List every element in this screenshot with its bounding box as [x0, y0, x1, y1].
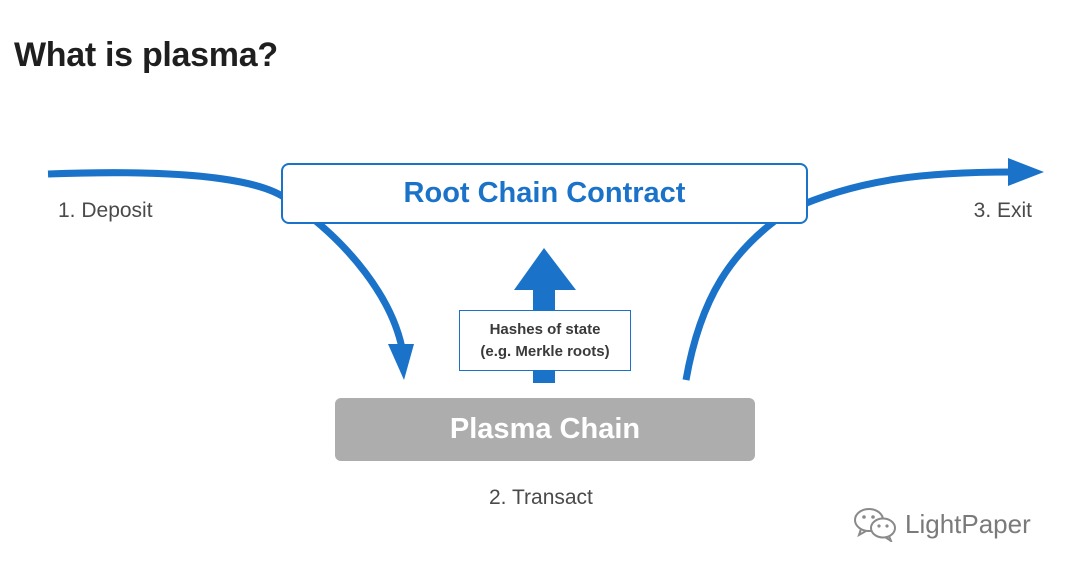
plasma-chain-label: Plasma Chain [449, 413, 641, 445]
hashes-line-2: (e.g. Merkle roots) [480, 342, 610, 360]
page-title: What is plasma? [14, 36, 278, 74]
exit-label: 3. Exit [973, 199, 1032, 222]
wechat-icon [854, 508, 896, 542]
hash-arrowhead [514, 248, 576, 290]
exit-arrowhead [1008, 158, 1044, 186]
deposit-label: 1. Deposit [58, 199, 153, 222]
watermark-text: LightPaper [905, 508, 1031, 539]
transact-label: 2. Transact [489, 486, 593, 509]
watermark: LightPaper [853, 506, 1031, 542]
hashes-box: Hashes of state (e.g. Merkle roots) [459, 310, 631, 371]
deposit-arrowhead [388, 344, 414, 380]
root-chain-label: Root Chain Contract [403, 177, 686, 209]
root-chain-contract-box: Root Chain Contract [281, 163, 808, 224]
hashes-line-1: Hashes of state [489, 320, 601, 338]
plasma-chain-box: Plasma Chain [335, 398, 755, 461]
